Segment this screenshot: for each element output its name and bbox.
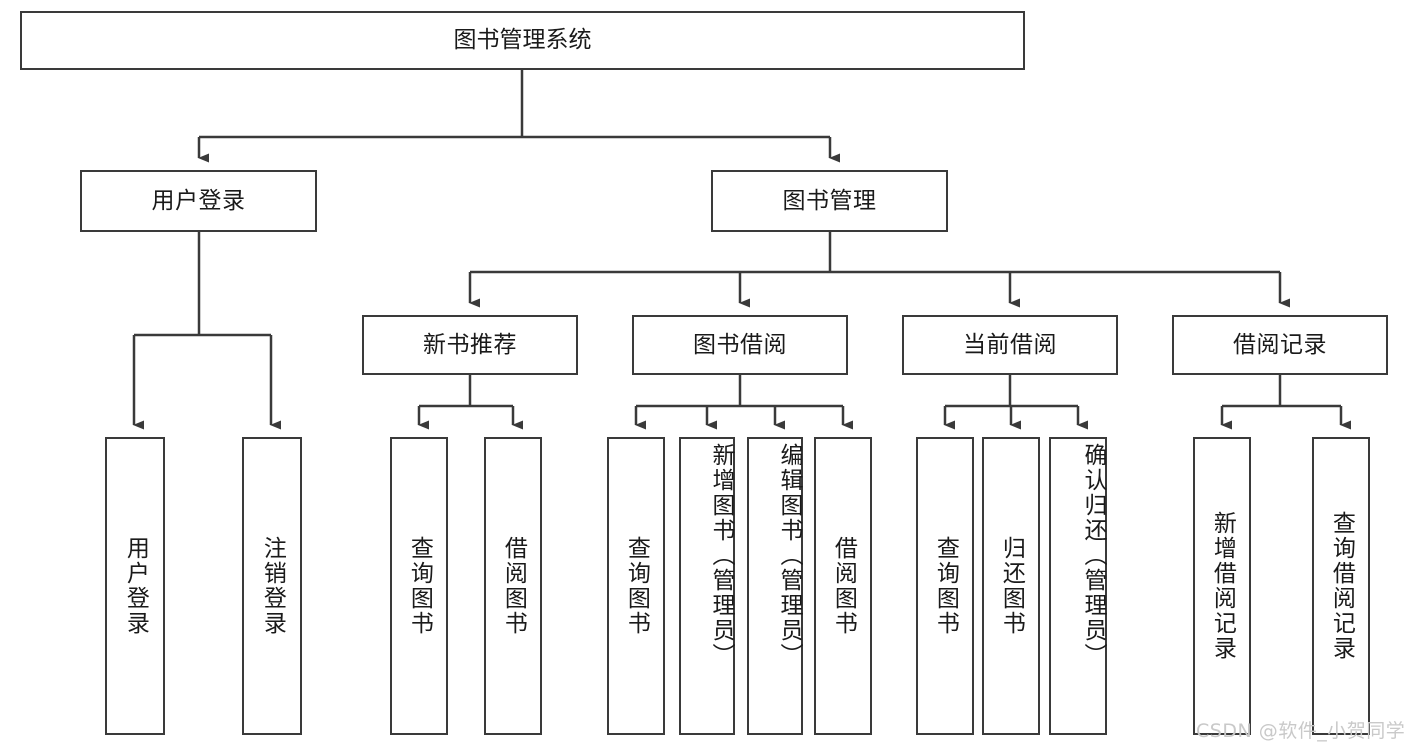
node-label: 查询借阅记录 [1328, 511, 1355, 661]
node-label: 借阅记录 [1233, 331, 1327, 358]
node-book-borrow[interactable]: 图书借阅 [632, 315, 848, 375]
leaf-borrow-edit-book-admin[interactable]: 编辑图书（管理员） [747, 437, 803, 735]
node-label: 新增图书（管理员） [708, 443, 734, 668]
leaf-recommend-query-book[interactable]: 查询图书 [390, 437, 448, 735]
node-label: 用户登录 [122, 536, 149, 636]
node-label: 图书管理系统 [453, 27, 592, 54]
leaf-user-login-login[interactable]: 用户登录 [105, 437, 165, 735]
node-label: 借阅图书 [830, 536, 857, 636]
node-label: 图书管理 [782, 187, 877, 214]
leaf-recommend-borrow-book[interactable]: 借阅图书 [484, 437, 542, 735]
csdn-watermark: CSDN @软件_小贺同学 [1196, 720, 1405, 742]
node-borrow-record[interactable]: 借阅记录 [1172, 315, 1388, 375]
leaf-borrow-query-book[interactable]: 查询图书 [607, 437, 665, 735]
leaf-record-query-record[interactable]: 查询借阅记录 [1312, 437, 1370, 735]
node-label: 用户登录 [151, 187, 246, 214]
leaf-current-confirm-return-admin[interactable]: 确认归还（管理员） [1049, 437, 1107, 735]
node-label: 查询图书 [932, 536, 959, 636]
leaf-record-add-record[interactable]: 新增借阅记录 [1193, 437, 1251, 735]
leaf-borrow-borrow-book[interactable]: 借阅图书 [814, 437, 872, 735]
node-label: 借阅图书 [500, 536, 527, 636]
leaf-borrow-add-book-admin[interactable]: 新增图书（管理员） [679, 437, 735, 735]
node-label: 注销登录 [259, 536, 286, 636]
node-label: 图书借阅 [693, 331, 787, 358]
node-label: 当前借阅 [963, 331, 1057, 358]
node-label: 新增借阅记录 [1209, 511, 1236, 661]
node-label: 确认归还（管理员） [1080, 443, 1106, 668]
node-label: 编辑图书（管理员） [776, 443, 802, 668]
node-label: 查询图书 [406, 536, 433, 636]
node-book-management[interactable]: 图书管理 [711, 170, 948, 232]
node-current-borrow[interactable]: 当前借阅 [902, 315, 1118, 375]
node-label: 归还图书 [998, 536, 1025, 636]
node-label: 新书推荐 [423, 331, 517, 358]
leaf-user-login-logout[interactable]: 注销登录 [242, 437, 302, 735]
node-user-login[interactable]: 用户登录 [80, 170, 317, 232]
node-new-book-recommend[interactable]: 新书推荐 [362, 315, 578, 375]
leaf-current-return-book[interactable]: 归还图书 [982, 437, 1040, 735]
node-label: 查询图书 [623, 536, 650, 636]
node-root-system[interactable]: 图书管理系统 [20, 11, 1025, 70]
leaf-current-query-book[interactable]: 查询图书 [916, 437, 974, 735]
